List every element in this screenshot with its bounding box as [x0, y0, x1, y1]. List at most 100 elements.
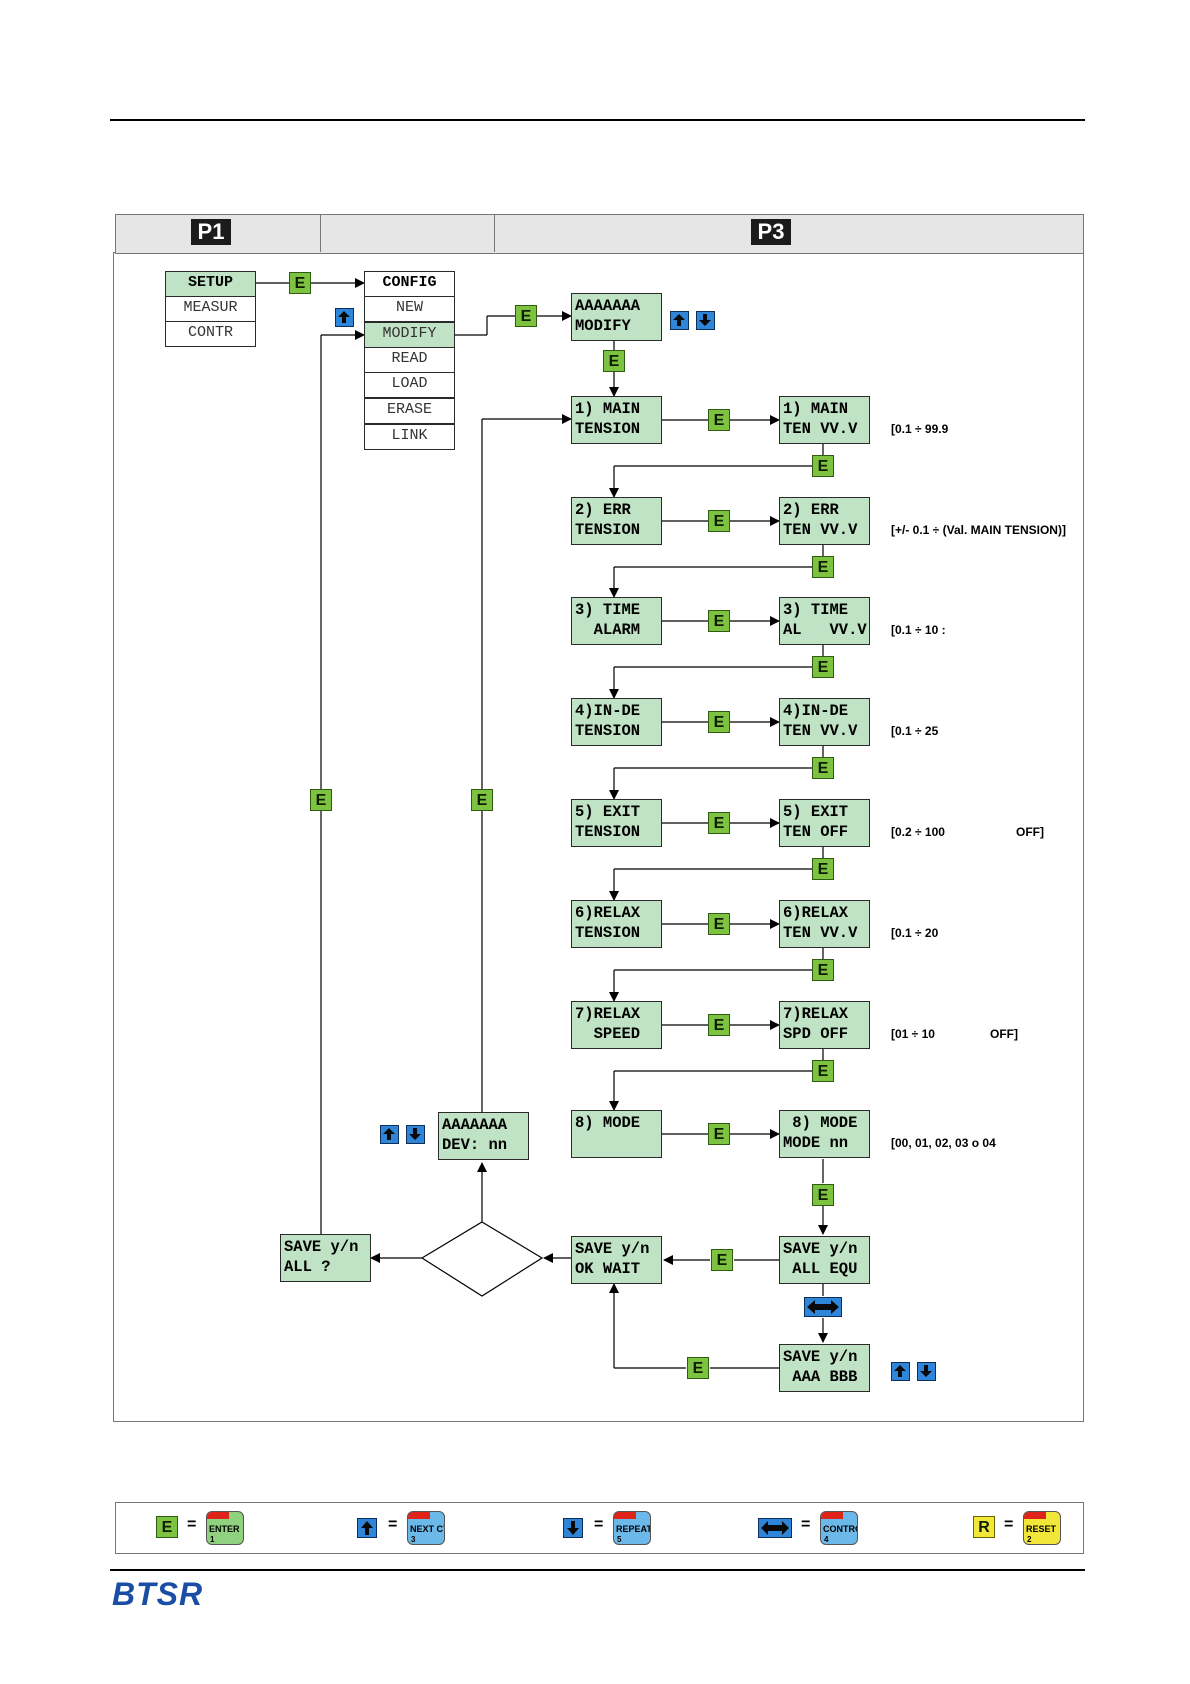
- lcd-line: TEN VV.V: [783, 924, 858, 942]
- key-led: [821, 1512, 843, 1519]
- enter-key-icon: E: [812, 656, 834, 678]
- keypad-key: NEXT CY.3: [407, 1511, 445, 1545]
- lcd-line: AAAAAAA: [442, 1116, 508, 1134]
- bottom-rule: [110, 1569, 1085, 1571]
- lcd-line: SAVE y/n: [783, 1240, 858, 1258]
- enter-key-icon: E: [515, 305, 537, 327]
- key-number: 1: [210, 1535, 215, 1544]
- lcd-line: TENSION: [575, 924, 641, 942]
- enter-key-icon: E: [708, 711, 730, 733]
- enter-key-icon: E: [812, 1060, 834, 1082]
- left-right-arrow-icon: [758, 1518, 792, 1538]
- lcd-save-aaa-bbb: SAVE y/n AAA BBB: [779, 1344, 870, 1392]
- enter-key-icon: E: [687, 1357, 709, 1379]
- menu-read[interactable]: READ: [364, 347, 455, 373]
- down-arrow-icon: [563, 1518, 583, 1538]
- range-label: [0.1 ÷ 10 :: [891, 623, 946, 637]
- range-label: [0.1 ÷ 20: [891, 926, 939, 940]
- lcd-line: 7)RELAX: [575, 1005, 641, 1023]
- enter-key-icon: E: [156, 1516, 178, 1538]
- key-led: [408, 1512, 430, 1519]
- enter-key-icon: E: [289, 272, 311, 294]
- lcd-line: 4)IN-DE: [575, 702, 641, 720]
- lcd-line: 6)RELAX: [575, 904, 641, 922]
- down-arrow-icon: [406, 1125, 425, 1144]
- enter-key-icon: E: [812, 959, 834, 981]
- lcd-line: SPEED: [575, 1025, 641, 1043]
- reset-key-icon: R: [973, 1516, 995, 1538]
- enter-key-icon: E: [812, 757, 834, 779]
- lcd-line: 1) MAIN: [575, 400, 641, 418]
- menu-erase[interactable]: ERASE: [364, 398, 455, 424]
- top-rule: [110, 119, 1085, 121]
- menu-measur[interactable]: MEASUR: [165, 296, 256, 322]
- up-arrow-icon: [380, 1125, 399, 1144]
- range-label: [01 ÷ 10: [891, 1027, 935, 1041]
- lcd-line: OK WAIT: [575, 1260, 641, 1278]
- enter-key-icon: E: [711, 1249, 733, 1271]
- menu-load[interactable]: LOAD: [364, 372, 455, 398]
- lcd-step-left: 8) MODE: [571, 1110, 662, 1158]
- key-number: 4: [824, 1535, 829, 1544]
- key-number: 3: [411, 1535, 416, 1544]
- lcd-line: TENSION: [575, 823, 641, 841]
- equals-sign: =: [1004, 1516, 1014, 1533]
- equals-sign: =: [594, 1516, 604, 1533]
- enter-key-icon: E: [708, 1123, 730, 1145]
- lcd-line: SAVE y/n: [783, 1348, 858, 1366]
- lcd-line: SPD OFF: [783, 1025, 849, 1043]
- tab-p3-badge: P3: [751, 219, 791, 245]
- menu-link[interactable]: LINK: [364, 424, 455, 450]
- lcd-step-left: 6)RELAX TENSION: [571, 900, 662, 948]
- enter-key-icon: E: [812, 556, 834, 578]
- enter-key-icon: E: [812, 455, 834, 477]
- lcd-line: ALL ?: [284, 1258, 331, 1276]
- key-led: [207, 1512, 229, 1519]
- menu-contr[interactable]: CONTR: [165, 321, 256, 347]
- enter-key-icon: E: [812, 858, 834, 880]
- menu-setup[interactable]: SETUP: [165, 271, 256, 297]
- enter-key-icon: E: [310, 789, 332, 811]
- lcd-line: MODE nn: [783, 1134, 849, 1152]
- lcd-line: 6)RELAX: [783, 904, 849, 922]
- lcd-line: TENSION: [575, 521, 641, 539]
- lcd-modify: AAAAAAA MODIFY: [571, 293, 662, 341]
- header-bar: [115, 214, 1084, 254]
- key-label: RESET: [1026, 1524, 1057, 1534]
- lcd-line: 5) EXIT: [575, 803, 641, 821]
- lcd-line: AAAAAAA: [575, 297, 641, 315]
- down-arrow-icon: [696, 311, 715, 330]
- menu-modify[interactable]: MODIFY: [364, 322, 455, 348]
- lcd-line: 2) ERR: [783, 501, 839, 519]
- equals-sign: =: [187, 1516, 197, 1533]
- equals-sign: =: [801, 1516, 811, 1533]
- lcd-line: ALL EQU: [783, 1260, 858, 1278]
- left-right-arrow-icon: [804, 1297, 842, 1317]
- lcd-line: 5) EXIT: [783, 803, 849, 821]
- lcd-line: ALARM: [575, 621, 641, 639]
- lcd-line: TEN VV.V: [783, 521, 858, 539]
- range-label-extra: OFF]: [990, 1027, 1018, 1041]
- lcd-step-right: 6)RELAX TEN VV.V: [779, 900, 870, 948]
- menu-new[interactable]: NEW: [364, 296, 455, 322]
- menu-config[interactable]: CONFIG: [364, 271, 455, 297]
- lcd-line: 3) TIME: [575, 601, 641, 619]
- lcd-line: MODIFY: [575, 317, 631, 335]
- lcd-line: SAVE y/n: [284, 1238, 359, 1256]
- lcd-save-all-equ: SAVE y/n ALL EQU: [779, 1236, 870, 1284]
- lcd-line: 3) TIME: [783, 601, 849, 619]
- range-label: [00, 01, 02, 03 o 04: [891, 1136, 996, 1150]
- btsr-logo: BTSR: [112, 1576, 204, 1612]
- lcd-step-left: 3) TIME ALARM: [571, 597, 662, 645]
- enter-key-icon: E: [708, 409, 730, 431]
